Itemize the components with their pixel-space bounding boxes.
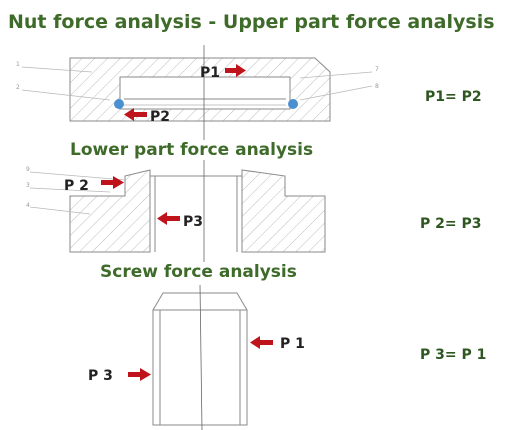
screw-section: P 1 P 3 [88, 284, 305, 430]
lower-force-equation: P 2= P3 [420, 216, 482, 232]
leader-line [21, 66, 93, 73]
screw-p1-label: P 1 [280, 336, 305, 352]
lower-p2-arrow-icon [101, 176, 124, 189]
ball-left [114, 99, 124, 109]
lower-part-body [69, 169, 151, 253]
leader-line [21, 89, 111, 101]
upper-p1-label: P1 [200, 65, 220, 81]
leader-line [299, 85, 373, 101]
lower-part-heading: Lower part force analysis [70, 140, 314, 160]
callout-number: 3 [26, 182, 30, 189]
upper-part-heading: Nut force analysis - Upper part force an… [8, 11, 495, 33]
upper-nut-cavity [119, 76, 291, 110]
p2-arrow-icon [124, 108, 147, 121]
ball-right [288, 99, 298, 109]
callout-number: 4 [26, 202, 30, 209]
p1-arrow-icon [225, 64, 246, 77]
callout-number: 7 [375, 66, 379, 73]
callout-number: 2 [16, 84, 20, 91]
leader-line [29, 187, 111, 193]
screw-p3-arrow-icon [128, 368, 151, 381]
upper-force-equation: P1= P2 [425, 89, 482, 105]
screw-p3-label: P 3 [88, 368, 113, 384]
callout-number: 8 [375, 83, 379, 90]
callout-number: 9 [26, 166, 30, 173]
lower-part-body [241, 169, 326, 253]
upper-nut-section: 1 2 7 8 P1 P2 [16, 45, 379, 140]
leader-line [299, 71, 373, 79]
upper-p2-label: P2 [150, 109, 170, 125]
lower-part-section: 9 3 4 P 2 P3 [26, 160, 326, 262]
screw-force-equation: P 3= P 1 [420, 347, 487, 363]
lower-p3-arrow-icon [157, 212, 180, 225]
screw-heading: Screw force analysis [100, 262, 297, 282]
lower-p3-label: P3 [183, 214, 203, 230]
leader-line [29, 171, 126, 181]
leader-line [29, 206, 91, 215]
lower-p2-label: P 2 [64, 178, 89, 194]
screw-p1-arrow-icon [250, 336, 273, 349]
screw-centerline [199, 284, 203, 430]
callout-number: 1 [16, 61, 20, 68]
